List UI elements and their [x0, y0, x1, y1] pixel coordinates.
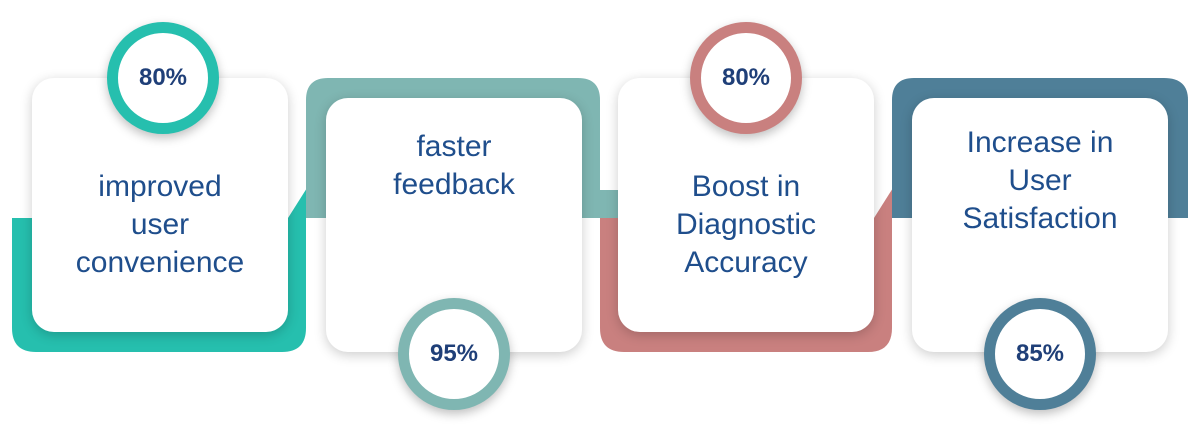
badge-3: 80%: [690, 22, 802, 134]
card-4-label: Increase in User Satisfaction: [962, 126, 1118, 235]
badge-2: 95%: [398, 298, 510, 410]
badge-3-value: 80%: [721, 64, 771, 91]
card-3-label: Boost in Diagnostic Accuracy: [675, 170, 817, 279]
badge-1: 80%: [107, 22, 219, 134]
card-1-label: improved user convenience: [75, 170, 245, 279]
badge-1-value: 80%: [138, 64, 188, 91]
badge-2-value: 95%: [429, 340, 479, 367]
badge-4-value: 85%: [1015, 340, 1065, 367]
connector-2: [582, 190, 624, 218]
card-2-label: faster feedback: [393, 130, 515, 201]
badge-4: 85%: [984, 298, 1096, 410]
